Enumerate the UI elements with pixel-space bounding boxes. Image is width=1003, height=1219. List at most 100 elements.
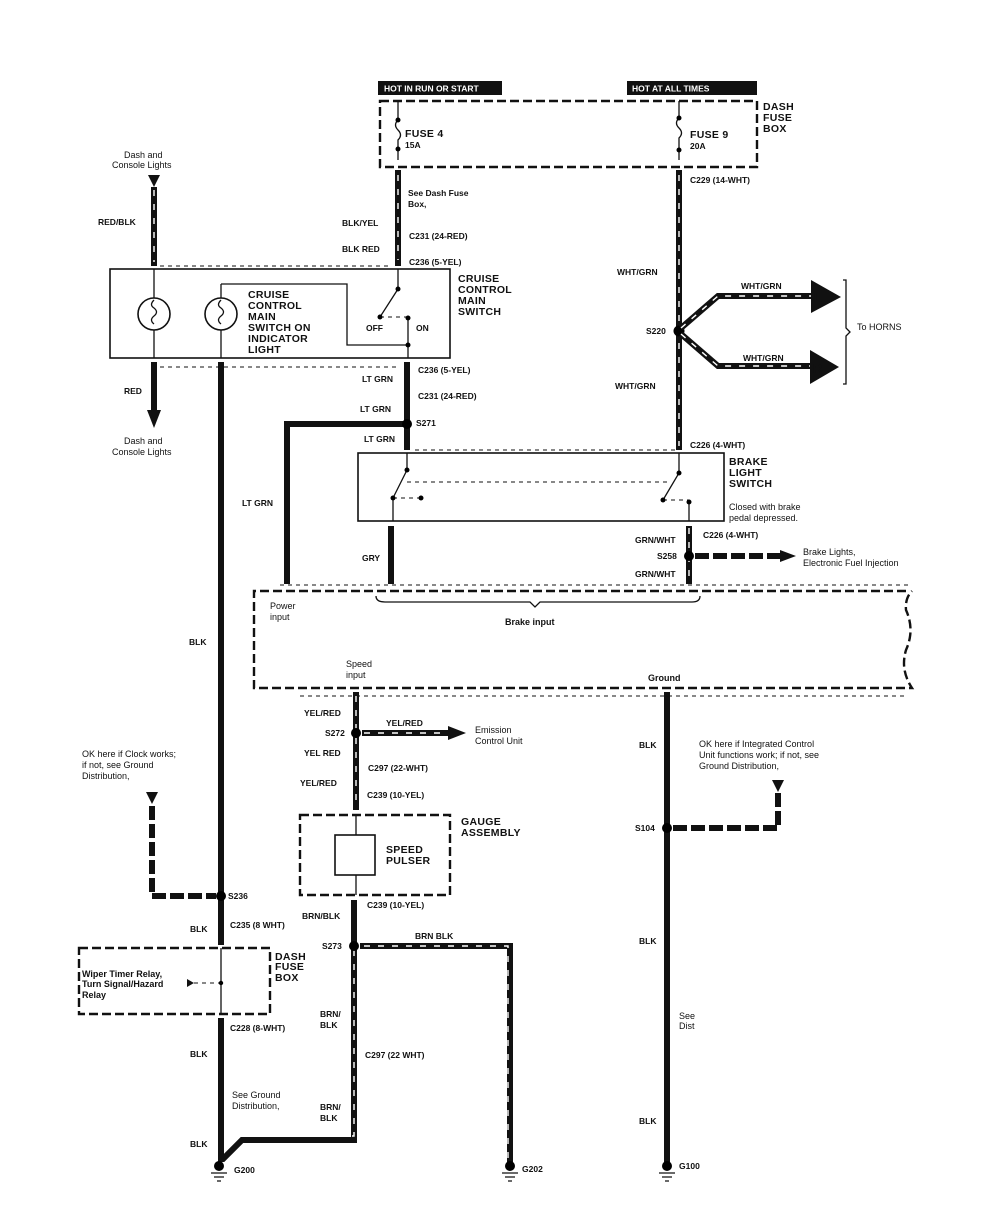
- arrow-right-icon: [448, 726, 466, 740]
- splice-label: S273: [322, 941, 342, 951]
- horn-l-label: L: [814, 290, 822, 305]
- connector-label: C239 (10-YEL): [367, 900, 424, 910]
- connector-label: C228 (8-WHT): [230, 1023, 285, 1033]
- wire-horn-l: [679, 293, 812, 331]
- indicator-lamp-icon: [204, 283, 408, 358]
- relay-label: Turn Signal/Hazard: [82, 979, 163, 989]
- brake-switch-note: Closed with brake: [729, 502, 801, 512]
- ground-note: Distribution,: [232, 1101, 280, 1111]
- splice-s272: [351, 728, 361, 738]
- wire-label: WHT/GRN: [743, 353, 784, 363]
- wire-label: BLK: [320, 1020, 338, 1030]
- wire-label: BLK: [639, 1116, 657, 1126]
- splice-label: S271: [416, 418, 436, 428]
- connector-label: C236 (5-YEL): [418, 365, 471, 375]
- wire-label: BLK: [639, 936, 657, 946]
- emission-control-unit-label: Control Unit: [475, 736, 523, 746]
- hot-run-start-label: HOT IN RUN OR START: [384, 84, 480, 94]
- dash-lights-label: Console Lights: [112, 447, 172, 457]
- clock-note: Distribution,: [82, 771, 130, 781]
- dash-fuse-box-label: BOX: [763, 123, 787, 135]
- wire-label: YEL/RED: [386, 718, 423, 728]
- gauge-assembly-label: GAUGE: [461, 816, 501, 828]
- note: Box,: [408, 199, 426, 209]
- wire-label: LT GRN: [242, 498, 273, 508]
- wire-label: LT GRN: [364, 434, 395, 444]
- wire-label: BLK: [190, 1139, 208, 1149]
- wire-icu-ground: [673, 793, 781, 831]
- brake-light-switch: [357, 452, 725, 522]
- cruise-switch-title: CONTROL: [458, 284, 512, 296]
- ground-g100-icon: [659, 1161, 675, 1182]
- brake-input-label: Brake input: [505, 617, 555, 627]
- ground-label: G200: [234, 1165, 255, 1175]
- dash-fuse-box-label: FUSE: [275, 961, 304, 973]
- hot-run-start-banner: [378, 81, 502, 95]
- brake-input-brace: [375, 595, 701, 608]
- connector-label: C226 (4-WHT): [690, 440, 745, 450]
- ground-g202-icon: [502, 1161, 518, 1182]
- fuse-9-label: FUSE 9: [690, 129, 729, 141]
- connector-label: C236 (5-YEL): [409, 257, 462, 267]
- icu-note: Unit functions work; if not, see: [699, 750, 819, 760]
- icu-note: OK here if Integrated Control: [699, 739, 814, 749]
- brake-lights-label: Electronic Fuel Injection: [803, 558, 899, 568]
- dash-fuse-box: [378, 99, 759, 169]
- horn-r-label: R: [813, 361, 823, 376]
- clock-note: OK here if Clock works;: [82, 749, 176, 759]
- brake-switch-note: pedal depressed.: [729, 513, 798, 523]
- speed-pulser: [334, 834, 376, 876]
- connector-label: C235 (8 WHT): [230, 920, 285, 930]
- switch-contact-icon: [377, 269, 411, 358]
- note: See Dash Fuse: [408, 188, 469, 198]
- splice-label: S272: [325, 728, 345, 738]
- cruise-control-main-switch: [109, 268, 451, 359]
- horns-brace: [843, 279, 851, 385]
- wire-label: BLK: [190, 1049, 208, 1059]
- connector-label: C297 (22-WHT): [368, 763, 428, 773]
- wire-clock-ground: [149, 806, 216, 899]
- switch-on-label: ON: [416, 323, 429, 333]
- integrated-control-unit: [252, 589, 915, 690]
- speed-input-label: input: [346, 670, 366, 680]
- horn-r-icon: [810, 350, 839, 384]
- wire-label: LT GRN: [362, 374, 393, 384]
- fuse-4-label: FUSE 4: [405, 128, 444, 140]
- wire-label: BRN/: [320, 1009, 341, 1019]
- lamp-icon: [137, 269, 171, 358]
- connector-arrow-icon: [148, 175, 160, 187]
- splice-label: S236: [228, 891, 248, 901]
- connector-arrow-icon: [772, 780, 784, 792]
- wire-lt-grn-power: [284, 421, 407, 584]
- ground-label: Ground: [648, 673, 681, 683]
- dash-fuse-box-label: BOX: [275, 972, 299, 984]
- splice-label: S104: [635, 823, 655, 833]
- splice-s273: [349, 941, 359, 951]
- power-input-label: input: [270, 612, 290, 622]
- splice-label: S220: [646, 326, 666, 336]
- indicator-label: INDICATOR: [248, 333, 308, 345]
- wire-label: BRN/BLK: [302, 911, 341, 921]
- wire-label: GRN/WHT: [635, 535, 676, 545]
- ground-note: See: [679, 1011, 695, 1021]
- ground-note: See Ground: [232, 1090, 281, 1100]
- ground-g200-icon: [211, 1161, 227, 1182]
- indicator-label: MAIN: [248, 311, 276, 323]
- speed-input-label: Speed: [346, 659, 372, 669]
- horn-l-icon: [811, 280, 841, 313]
- cruise-switch-title: SWITCH: [458, 306, 501, 318]
- splice-s104: [662, 823, 672, 833]
- connector-label: C239 (10-YEL): [367, 790, 424, 800]
- wire-label: WHT/GRN: [615, 381, 656, 391]
- wire-label: WHT/GRN: [617, 267, 658, 277]
- indicator-label: CONTROL: [248, 300, 302, 312]
- wire-label: BRN BLK: [415, 931, 454, 941]
- wire-label: BLK: [189, 637, 207, 647]
- dash-fuse-box-label: DASH: [763, 101, 794, 113]
- wire-label: RED/BLK: [98, 217, 137, 227]
- brake-lights-label: Brake Lights,: [803, 547, 856, 557]
- dash-lights-label: Dash and: [124, 436, 163, 446]
- emission-control-unit-label: Emission: [475, 725, 512, 735]
- clock-note: if not, see Ground: [82, 760, 154, 770]
- wire-label: RED: [124, 386, 142, 396]
